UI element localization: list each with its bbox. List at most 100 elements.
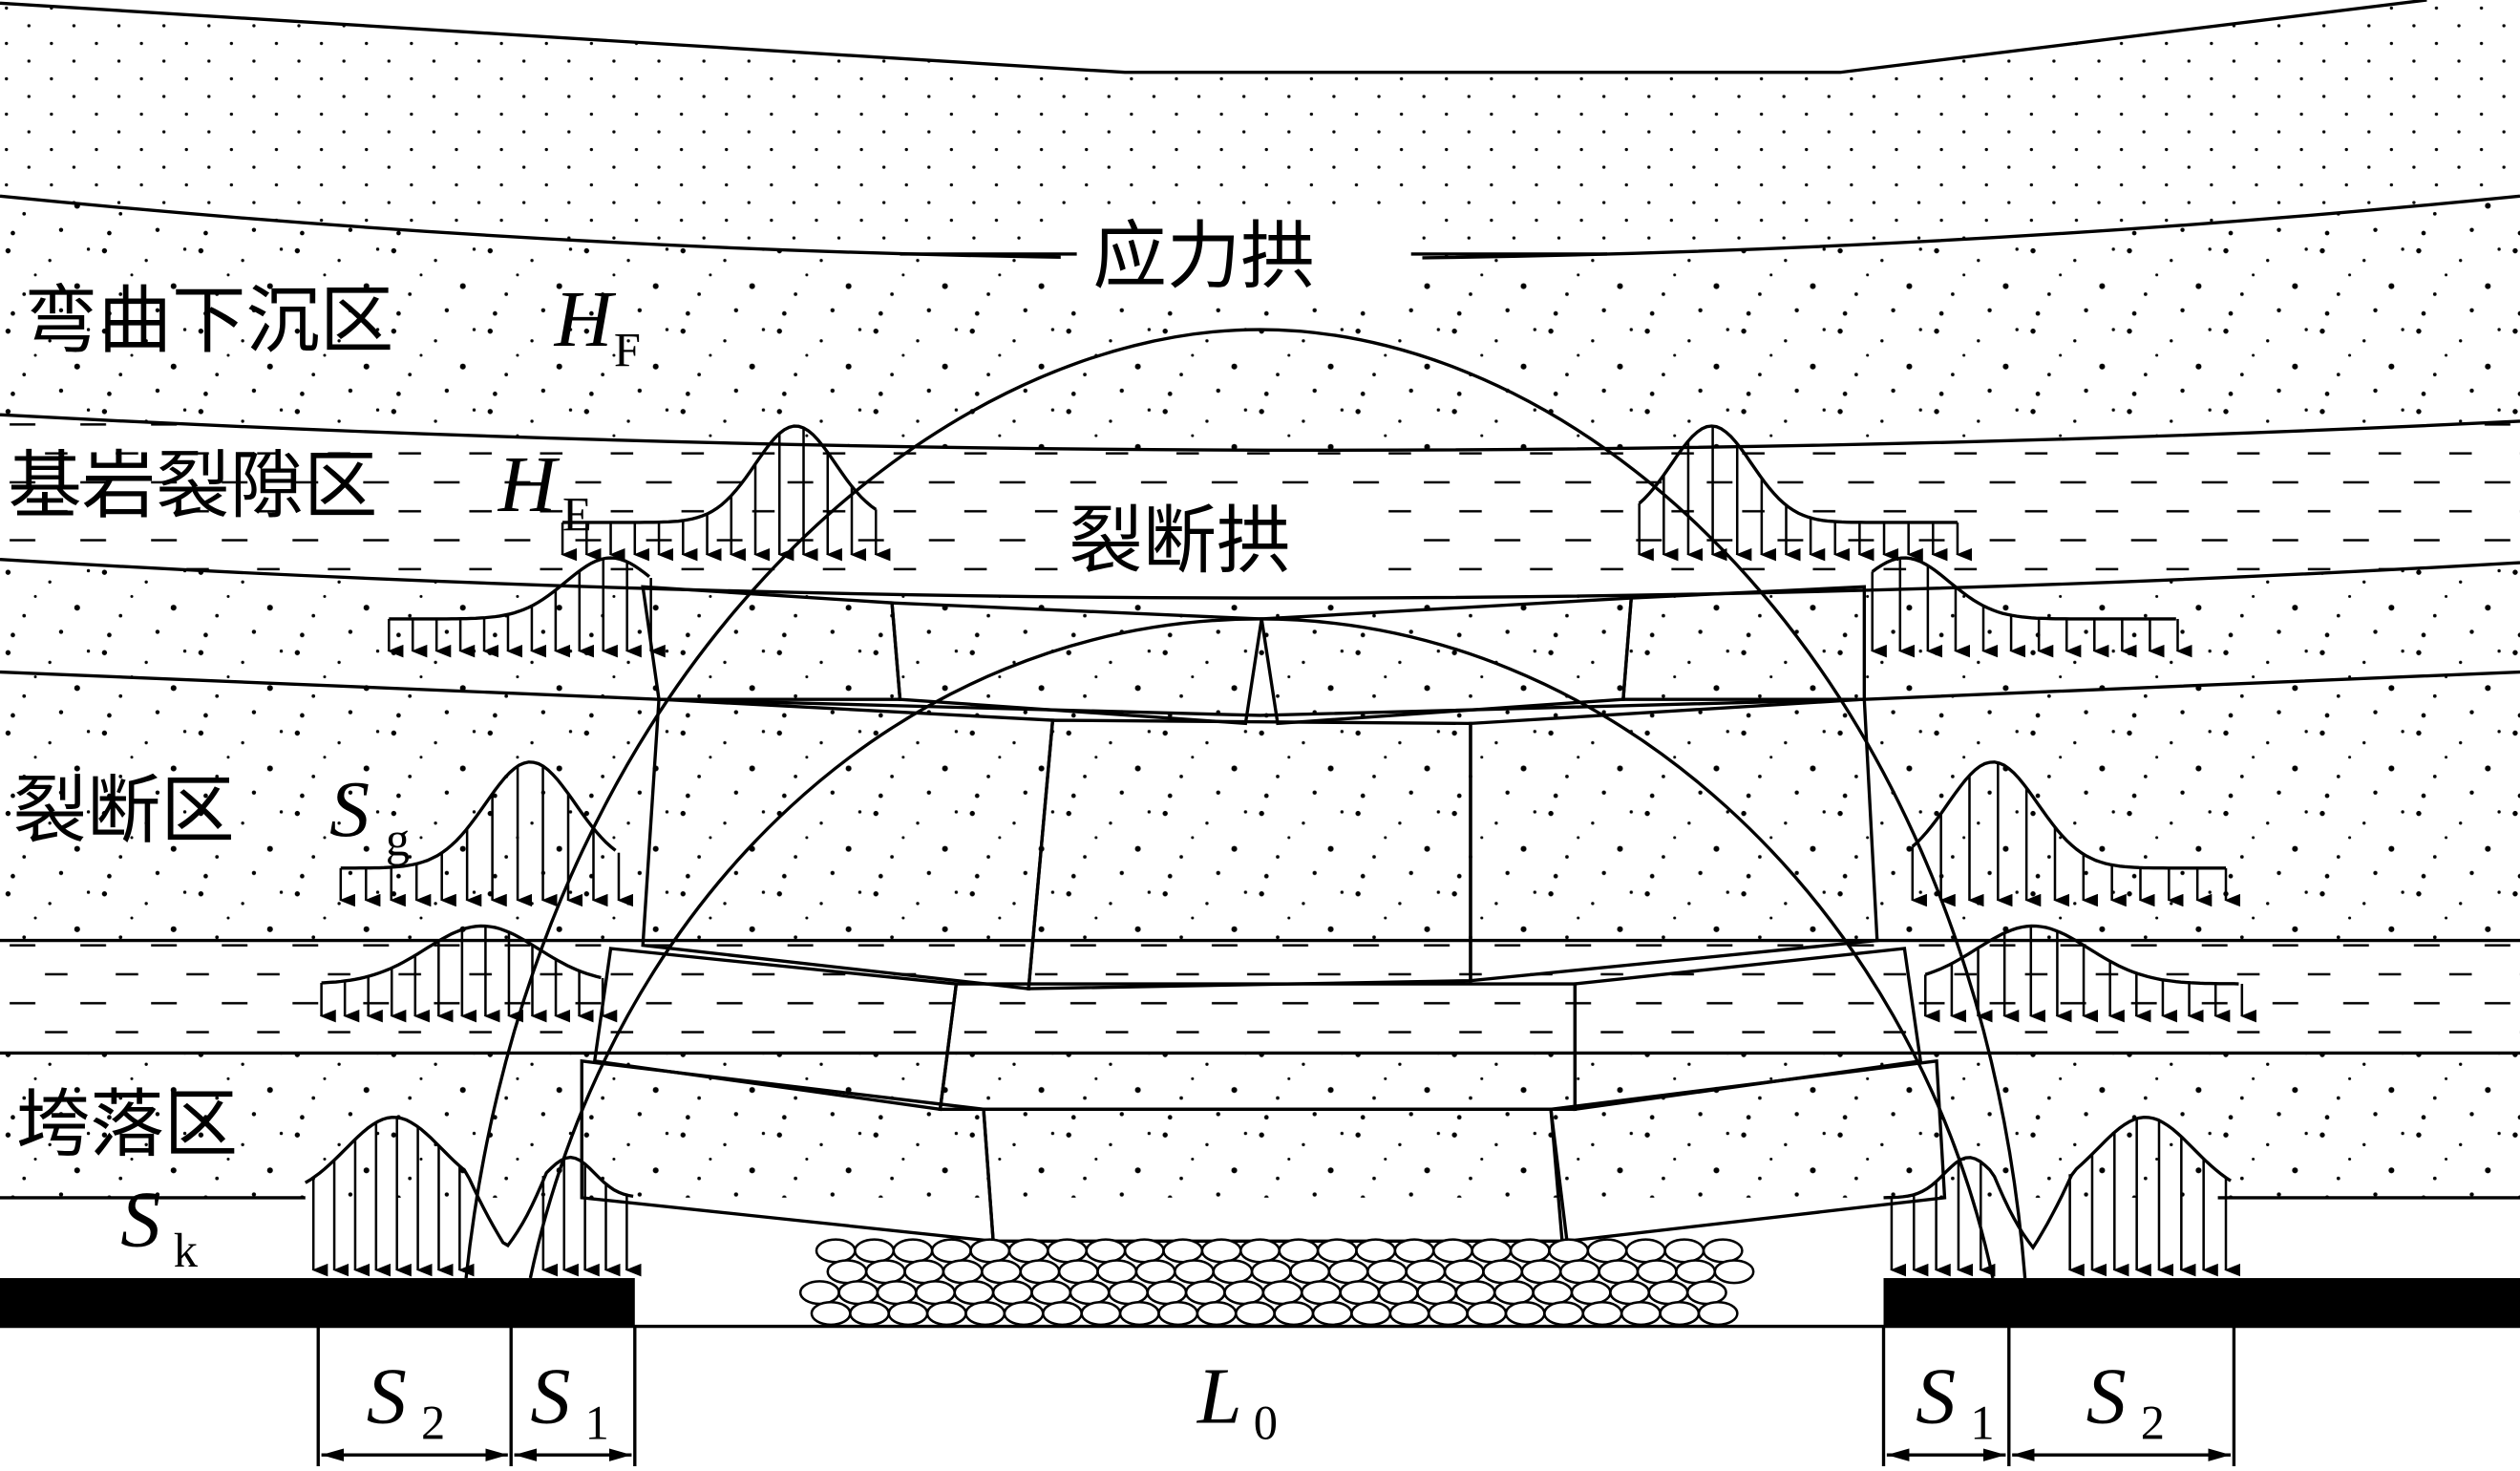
rubble-stone <box>815 1238 857 1264</box>
rubble-stone <box>1685 1280 1727 1306</box>
rubble-stone <box>1300 1280 1342 1306</box>
rubble-stone <box>1543 1301 1585 1327</box>
rubble-stone <box>810 1301 852 1327</box>
rubble-stone <box>1713 1259 1755 1285</box>
rubble-stone <box>1080 1301 1122 1327</box>
rubble-stone <box>1416 1280 1458 1306</box>
rubble-stone <box>1598 1259 1640 1285</box>
l0-label: L <box>1196 1353 1242 1441</box>
s2-left-subscript: 2 <box>421 1396 445 1449</box>
rubble-stone <box>1609 1280 1651 1306</box>
coal-seam-right <box>1883 1278 2520 1327</box>
pressure-curve <box>340 760 617 870</box>
rubble-stone <box>1069 1280 1111 1306</box>
rubble-stone <box>1393 1238 1435 1264</box>
coal-edge-pressure-curve <box>304 1116 634 1248</box>
rubble-stone <box>1261 1280 1303 1306</box>
stress-arch-label: 应力拱 <box>1092 214 1314 300</box>
rubble-stone <box>1162 1238 1204 1264</box>
pressure-curve <box>1911 760 2227 870</box>
fissure-zone-subscript: E <box>562 487 592 541</box>
coal-edge-pressure-curve <box>1883 1116 2232 1251</box>
rubble-stone <box>1647 1280 1689 1306</box>
rubble-stone <box>826 1259 868 1285</box>
s1-right-subscript: 1 <box>1970 1396 1994 1449</box>
surface-layer <box>0 0 2520 259</box>
sandstone-layer-3 <box>0 672 2520 941</box>
fracture-arch <box>528 617 1995 1279</box>
rubble-stone <box>892 1238 934 1264</box>
s2-left-label: S <box>367 1353 407 1441</box>
rubble-stone <box>1289 1259 1331 1285</box>
stress-arch <box>464 328 2027 1279</box>
caving-zone-subscript: k <box>174 1224 199 1277</box>
rubble-stone <box>1250 1259 1292 1285</box>
abutment-pressure-curves <box>304 424 2256 1277</box>
rubble-stone <box>1146 1280 1188 1306</box>
rubble-stone <box>1007 1238 1049 1264</box>
rubble-stone <box>1223 1280 1265 1306</box>
rubble-stone <box>1466 1301 1508 1327</box>
rubble-stone <box>1377 1280 1419 1306</box>
rubble-stone <box>1316 1238 1358 1264</box>
rubble-stone <box>1200 1238 1242 1264</box>
fracture-arch-label: 裂断拱 <box>1069 498 1290 584</box>
rubble-stone <box>1339 1280 1381 1306</box>
rubble-stone <box>1057 1259 1099 1285</box>
s1-left-subscript: 1 <box>585 1396 609 1449</box>
coal-seam-left <box>0 1278 635 1327</box>
rubble-stone <box>1636 1259 1678 1285</box>
rubble-stone <box>864 1259 906 1285</box>
dimension-lines <box>316 1326 2236 1466</box>
rubble-stone <box>1350 1301 1392 1327</box>
rubble-stone <box>1212 1259 1254 1285</box>
rubble-stone <box>1134 1259 1176 1285</box>
rubble-stone <box>1273 1301 1315 1327</box>
rubble-stone <box>1504 1301 1546 1327</box>
rubble-stone <box>1586 1238 1628 1264</box>
rubble-stone <box>1311 1301 1353 1327</box>
s2-right-subscript: 2 <box>2141 1396 2165 1449</box>
rubble-stone <box>1443 1259 1485 1285</box>
rubble-stone <box>1123 1238 1165 1264</box>
pressure-curve <box>562 424 878 524</box>
rubble-stone <box>1174 1259 1215 1285</box>
rubble-stone <box>1702 1238 1744 1264</box>
rubble-stone <box>837 1280 879 1306</box>
pressure-curve <box>1638 424 1958 524</box>
rubble-stone <box>925 1301 967 1327</box>
rubble-stone <box>1184 1280 1226 1306</box>
rubble-stone <box>1405 1259 1447 1285</box>
rubble-stone <box>1388 1301 1430 1327</box>
rubble-stone <box>1659 1301 1701 1327</box>
rubble-stone <box>854 1238 896 1264</box>
rubble-stone <box>1570 1280 1612 1306</box>
rubble-stone <box>953 1280 995 1306</box>
caved-rubble <box>798 1238 1755 1327</box>
s2-right-label: S <box>2086 1353 2127 1441</box>
rubble-stone <box>1520 1259 1562 1285</box>
sandstone-layer-2 <box>0 559 2520 672</box>
fracture-zone-symbol: S <box>329 765 370 854</box>
rubble-stone <box>1239 1238 1281 1264</box>
rubble-stone <box>1047 1238 1088 1264</box>
rubble-stone <box>981 1259 1022 1285</box>
rubble-stone <box>1157 1301 1199 1327</box>
fissure-zone-symbol: H <box>498 440 561 529</box>
rubble-stone <box>1482 1259 1524 1285</box>
rubble-stone <box>1509 1238 1551 1264</box>
rubble-stone <box>1663 1238 1705 1264</box>
fracture-zone-label: 裂断区 <box>12 768 234 854</box>
rubble-stone <box>1581 1301 1623 1327</box>
rubble-stone <box>1558 1259 1600 1285</box>
rubble-stone <box>1427 1301 1469 1327</box>
rubble-stone <box>1493 1280 1535 1306</box>
rubble-stone <box>1030 1280 1072 1306</box>
rubble-stone <box>964 1301 1006 1327</box>
rubble-stone <box>969 1238 1011 1264</box>
rubble-stone <box>1624 1238 1666 1264</box>
rubble-stone <box>1697 1301 1739 1327</box>
rubble-stone <box>1234 1301 1276 1327</box>
caving-zone-label: 垮落区 <box>16 1081 238 1167</box>
